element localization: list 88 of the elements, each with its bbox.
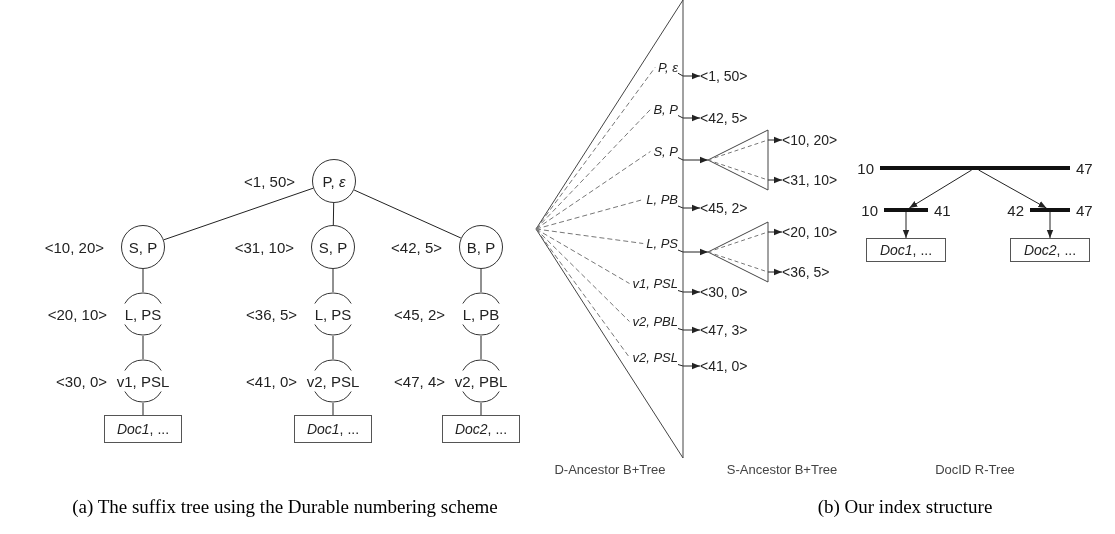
connector-line	[480, 335, 482, 360]
document-box: Doc1, ...	[294, 415, 372, 443]
connector-line	[332, 402, 334, 416]
pointer-value: <31, 10>	[782, 171, 838, 189]
column-label: S-Ancestor B+Tree	[726, 462, 838, 477]
tree-node: v2, PSL	[301, 359, 365, 403]
arrow	[767, 136, 783, 144]
document-box: Doc2, ...	[442, 415, 520, 443]
arrow	[677, 204, 701, 212]
node-number: <20, 10>	[47, 305, 107, 323]
connector-line	[142, 335, 144, 360]
connector-line	[163, 187, 314, 241]
key-label: B, P	[653, 101, 678, 118]
connector-line	[332, 268, 334, 293]
pointer-value: <42, 5>	[700, 109, 748, 127]
key-label: v1, PSL	[632, 275, 678, 292]
key-label: v2, PBL	[632, 313, 678, 330]
arrow	[677, 248, 709, 256]
arrow	[677, 156, 709, 164]
connector-line	[142, 268, 144, 293]
connector-line	[480, 268, 482, 293]
key-label: L, PB	[646, 191, 678, 208]
range-bar	[880, 166, 1070, 170]
arrow	[978, 169, 1047, 209]
connector-line	[353, 189, 462, 239]
pointer-value: <30, 0>	[700, 283, 748, 301]
node-number: <30, 0>	[56, 372, 107, 390]
tree-node: P, ε	[311, 159, 357, 203]
key-label: S, P	[653, 143, 678, 160]
tree-node: L, PS	[301, 292, 365, 336]
b-plus-tree	[534, 0, 686, 458]
arrow	[908, 169, 973, 209]
tree-node: L, PS	[111, 292, 175, 336]
arrow	[677, 72, 701, 80]
key-label: P, ε	[658, 59, 678, 76]
node-number: <41, 0>	[246, 372, 297, 390]
arrow	[902, 211, 910, 239]
range-value: 41	[934, 201, 951, 219]
pointer-value: <10, 20>	[782, 131, 838, 149]
range-value: 47	[1076, 201, 1093, 219]
subtree-triangle	[708, 222, 768, 282]
node-number: <45, 2>	[394, 305, 445, 323]
arrow	[767, 176, 783, 184]
document-box: Doc1, ...	[866, 238, 946, 262]
pointer-value: <41, 0>	[700, 357, 748, 375]
column-label: DocID R-Tree	[935, 462, 1015, 477]
range-bar	[1030, 208, 1070, 212]
subtree-triangle	[708, 130, 768, 190]
connector-line	[332, 335, 334, 360]
pointer-value: <45, 2>	[700, 199, 748, 217]
arrow	[677, 362, 701, 370]
pointer-value: <47, 3>	[700, 321, 748, 339]
arrow	[1046, 211, 1054, 239]
tree-node: B, P	[458, 225, 504, 269]
column-label: D-Ancestor B+Tree	[554, 462, 666, 477]
connector-line	[142, 402, 144, 416]
arrow	[677, 114, 701, 122]
node-number: <47, 4>	[394, 372, 445, 390]
figure-caption: (a) The suffix tree using the Durable numbering scheme	[72, 496, 498, 518]
node-number: <36, 5>	[246, 305, 297, 323]
node-number: <31, 10>	[234, 238, 294, 256]
pointer-value: <36, 5>	[782, 263, 830, 281]
tree-node: v2, PBL	[449, 359, 513, 403]
tree-node: S, P	[310, 225, 356, 269]
document-box: Doc2, ...	[1010, 238, 1090, 262]
range-value: 10	[861, 201, 878, 219]
node-number: <10, 20>	[44, 238, 104, 256]
arrow	[677, 288, 701, 296]
figure-caption: (b) Our index structure	[817, 496, 993, 518]
node-number: <1, 50>	[244, 172, 295, 190]
arrow	[767, 228, 783, 236]
arrow	[677, 326, 701, 334]
pointer-value: <1, 50>	[700, 67, 748, 85]
key-label: L, PS	[646, 235, 678, 252]
node-number: <42, 5>	[391, 238, 442, 256]
tree-node: L, PB	[449, 292, 513, 336]
range-value: 47	[1076, 159, 1093, 177]
tree-node: S, P	[120, 225, 166, 269]
range-bar	[884, 208, 928, 212]
connector-line	[480, 402, 482, 416]
key-label: v2, PSL	[632, 349, 678, 366]
arrow	[767, 268, 783, 276]
range-value: 10	[857, 159, 874, 177]
document-box: Doc1, ...	[104, 415, 182, 443]
connector-line	[332, 202, 335, 226]
tree-node: v1, PSL	[111, 359, 175, 403]
range-value: 42	[1007, 201, 1024, 219]
pointer-value: <20, 10>	[782, 223, 838, 241]
